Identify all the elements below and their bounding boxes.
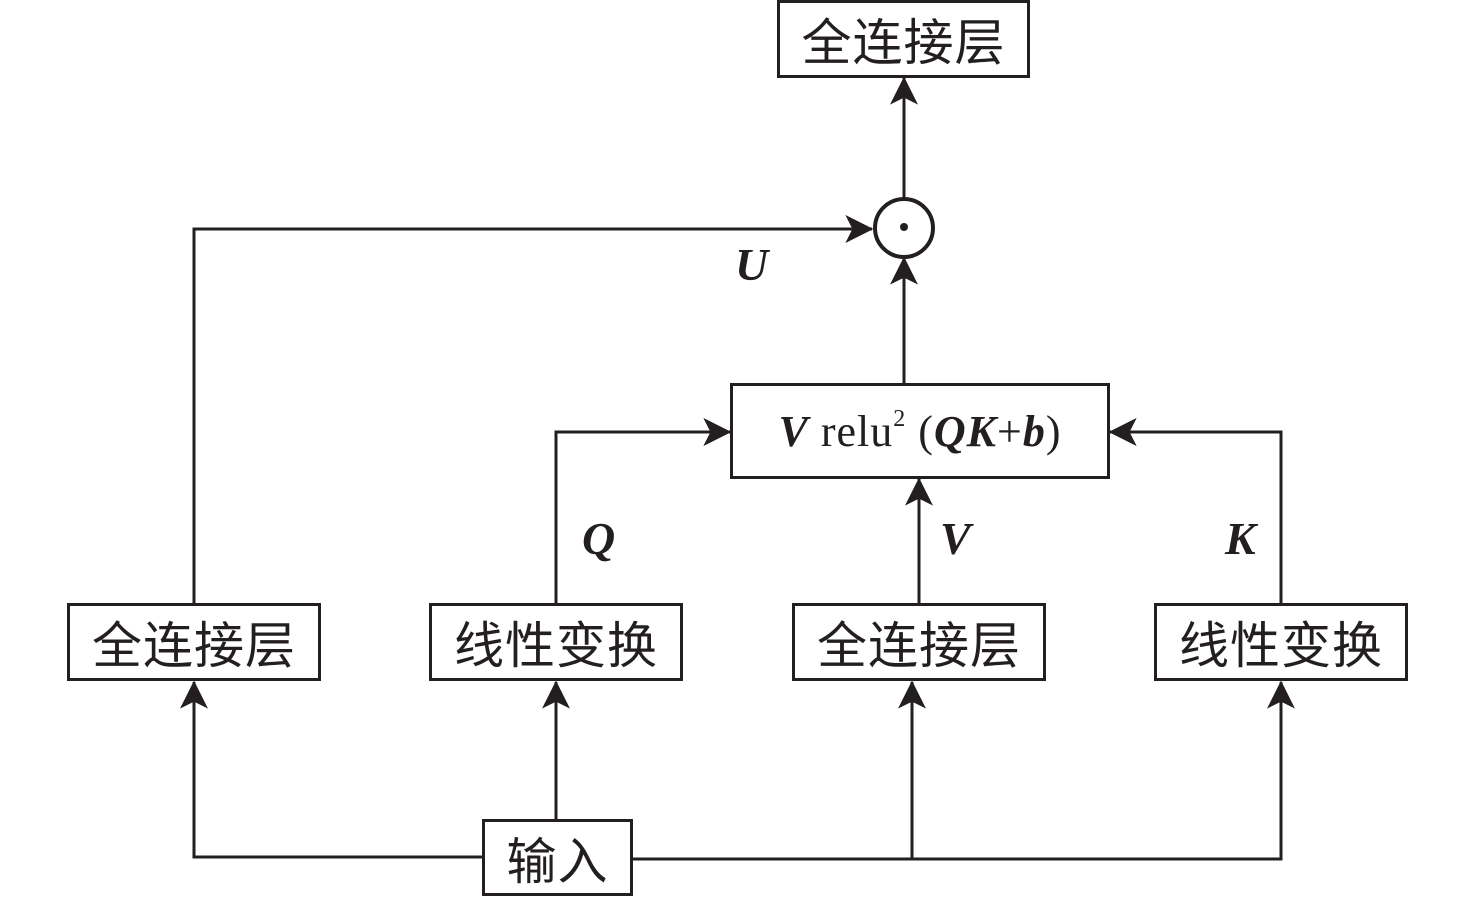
edge-k-to-formula [1108,418,1283,604]
formula-text: V relu2 (QK+b) [778,405,1062,456]
edge-input-to-linear-k [912,680,1295,861]
middle-fully-connected-layer: 全连接层 [792,603,1046,681]
input-node: 输入 [482,819,633,896]
linear-transform-q: 线性变换 [429,603,683,681]
linear-transform-k: 线性变换 [1154,603,1408,681]
left-fully-connected-layer: 全连接层 [67,603,321,681]
edge-input-to-middle-fc [632,680,926,861]
linear-k-label: 线性变换 [1179,618,1383,674]
edge-label-k: K [1225,513,1256,564]
edge-label-v: V [940,513,971,564]
edge-label-u: U [735,239,769,290]
attention-formula-box: V relu2 (QK+b) [730,383,1110,479]
hadamard-dot [900,223,908,231]
edge-q-to-formula [554,418,732,604]
edge-input-to-left-fc [180,680,484,859]
middle-fc-label: 全连接层 [817,618,1021,674]
linear-q-label: 线性变换 [454,618,658,674]
hadamard-product-node [873,197,935,259]
input-label: 输入 [506,833,609,890]
output-fc-label: 全连接层 [801,15,1006,71]
left-fc-label: 全连接层 [92,618,296,674]
output-fully-connected-layer: 全连接层 [777,0,1030,78]
edge-u-to-hadamard [192,215,874,604]
edge-label-q: Q [582,513,616,564]
